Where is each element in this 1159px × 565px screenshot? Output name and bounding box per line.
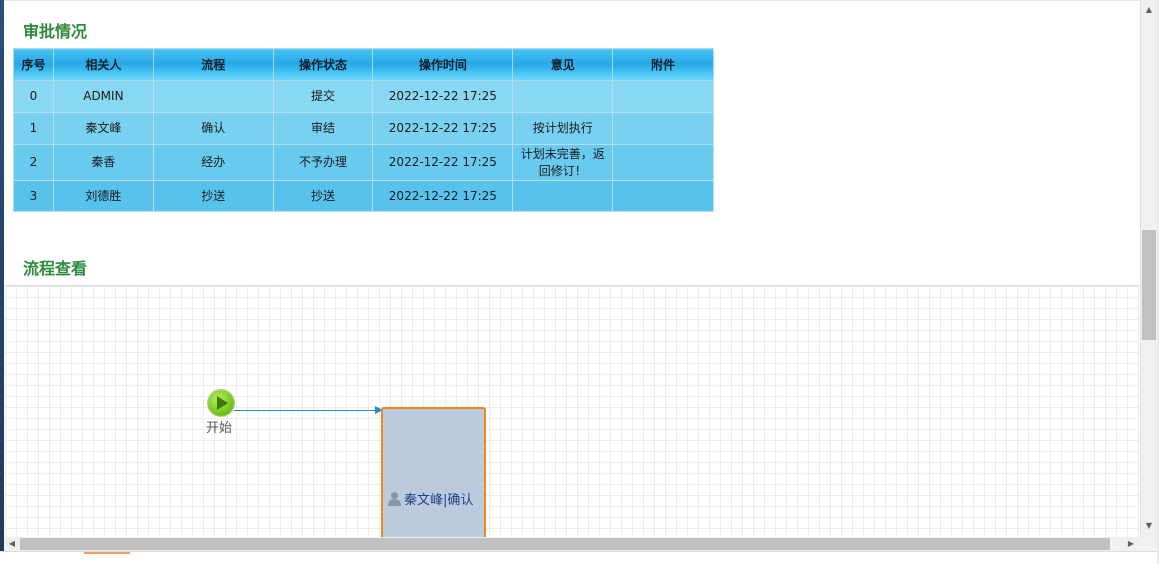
cell-attachment (612, 112, 714, 145)
right-window-edge (1157, 0, 1159, 564)
flow-edge[interactable] (234, 410, 377, 411)
table-row: 1 秦文峰 确认 审结 2022-12-22 17:25 按计划执行 (13, 112, 714, 145)
content-area: 审批情况 序号 相关人 流程 操作状态 操作时间 意见 附件 (4, 0, 1140, 538)
user-icon (388, 492, 401, 506)
cell-person: 刘德胜 (52, 180, 154, 212)
table-row: 0 ADMIN 提交 2022-12-22 17:25 (13, 80, 714, 113)
cell-time: 2022-12-22 17:25 (372, 144, 514, 181)
bottom-tab-accent (84, 552, 130, 554)
play-icon (217, 396, 228, 410)
flow-canvas[interactable]: 开始 秦文峰|确认 (5, 285, 1139, 538)
table-row: 2 秦香 经办 不予办理 2022-12-22 17:25 计划未完善，返回修订… (13, 144, 714, 181)
cell-status: 审结 (272, 112, 374, 145)
arrow-head-icon (375, 406, 383, 414)
table-row: 3 刘德胜 抄送 抄送 2022-12-22 17:25 (13, 180, 714, 212)
scrollbar-corner (1140, 537, 1157, 551)
cell-time: 2022-12-22 17:25 (372, 112, 514, 145)
cell-index: 3 (13, 180, 54, 212)
cell-opinion (512, 80, 614, 113)
scroll-up-arrow-icon[interactable]: ▲ (1145, 5, 1153, 14)
cell-status: 提交 (272, 80, 374, 113)
approval-table: 序号 相关人 流程 操作状态 操作时间 意见 附件 0 ADMIN 提交 202… (13, 48, 714, 212)
header-status: 操作状态 (272, 48, 374, 81)
vertical-scrollbar-thumb[interactable] (1142, 230, 1156, 340)
cell-opinion (512, 180, 614, 212)
start-node[interactable] (208, 390, 234, 416)
cell-time: 2022-12-22 17:25 (372, 180, 514, 212)
horizontal-scrollbar[interactable]: ◀ ▶ (4, 537, 1140, 551)
header-process: 流程 (152, 48, 274, 81)
left-window-edge (0, 0, 4, 564)
header-index: 序号 (13, 48, 54, 81)
cell-process: 确认 (152, 112, 274, 145)
scroll-right-arrow-icon[interactable]: ▶ (1127, 539, 1135, 548)
cell-time: 2022-12-22 17:25 (372, 80, 514, 113)
cell-process: 抄送 (152, 180, 274, 212)
start-node-label: 开始 (206, 421, 233, 436)
flow-section-title: 流程查看 (23, 259, 88, 278)
cell-attachment (612, 180, 714, 212)
cell-attachment (612, 80, 714, 113)
header-attachment: 附件 (612, 48, 714, 81)
vertical-scrollbar[interactable]: ▲ ▼ (1140, 0, 1157, 537)
header-opinion: 意见 (512, 48, 614, 81)
horizontal-scrollbar-thumb[interactable] (20, 538, 1110, 550)
cell-person: ADMIN (52, 80, 154, 113)
cell-index: 1 (13, 112, 54, 145)
cell-process: 经办 (152, 144, 274, 181)
scroll-down-arrow-icon[interactable]: ▼ (1145, 521, 1153, 530)
cell-attachment (612, 144, 714, 181)
bottom-bar (0, 551, 1159, 565)
task-node[interactable]: 秦文峰|确认 (381, 407, 486, 538)
cell-process (152, 80, 274, 113)
task-node-label: 秦文峰|确认 (404, 493, 474, 508)
header-person: 相关人 (52, 48, 154, 81)
cell-person: 秦香 (52, 144, 154, 181)
cell-opinion: 计划未完善，返回修订！ (512, 144, 614, 181)
approval-section-title: 审批情况 (23, 22, 88, 41)
table-header-row: 序号 相关人 流程 操作状态 操作时间 意见 附件 (13, 48, 714, 81)
scroll-left-arrow-icon[interactable]: ◀ (8, 539, 16, 548)
cell-index: 0 (13, 80, 54, 113)
task-node-content: 秦文峰|确认 (388, 489, 473, 508)
cell-index: 2 (13, 144, 54, 181)
cell-status: 不予办理 (272, 144, 374, 181)
cell-opinion: 按计划执行 (512, 112, 614, 145)
header-time: 操作时间 (372, 48, 514, 81)
cell-person: 秦文峰 (52, 112, 154, 145)
cell-status: 抄送 (272, 180, 374, 212)
